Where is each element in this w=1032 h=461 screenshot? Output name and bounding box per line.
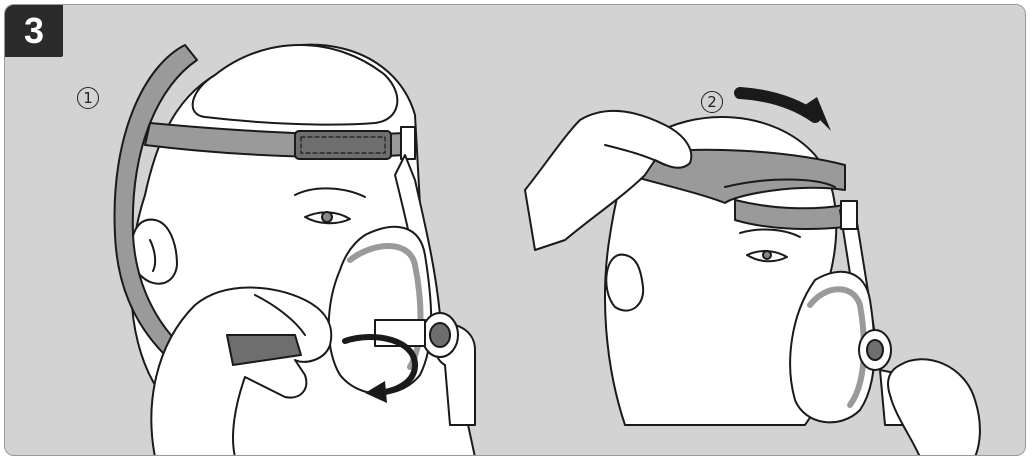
instruction-panel: 3 1 2 <box>4 4 1026 456</box>
figure-2 <box>525 93 980 456</box>
hand-lower-right <box>888 359 980 456</box>
illustration <box>5 5 1026 456</box>
strap-tab <box>295 131 391 159</box>
substep-1-label: 1 <box>77 87 99 109</box>
figure-1 <box>115 45 475 456</box>
substep-2-label: 2 <box>701 91 723 113</box>
step-number-badge: 3 <box>5 5 63 57</box>
curved-arrow-icon <box>740 93 815 117</box>
